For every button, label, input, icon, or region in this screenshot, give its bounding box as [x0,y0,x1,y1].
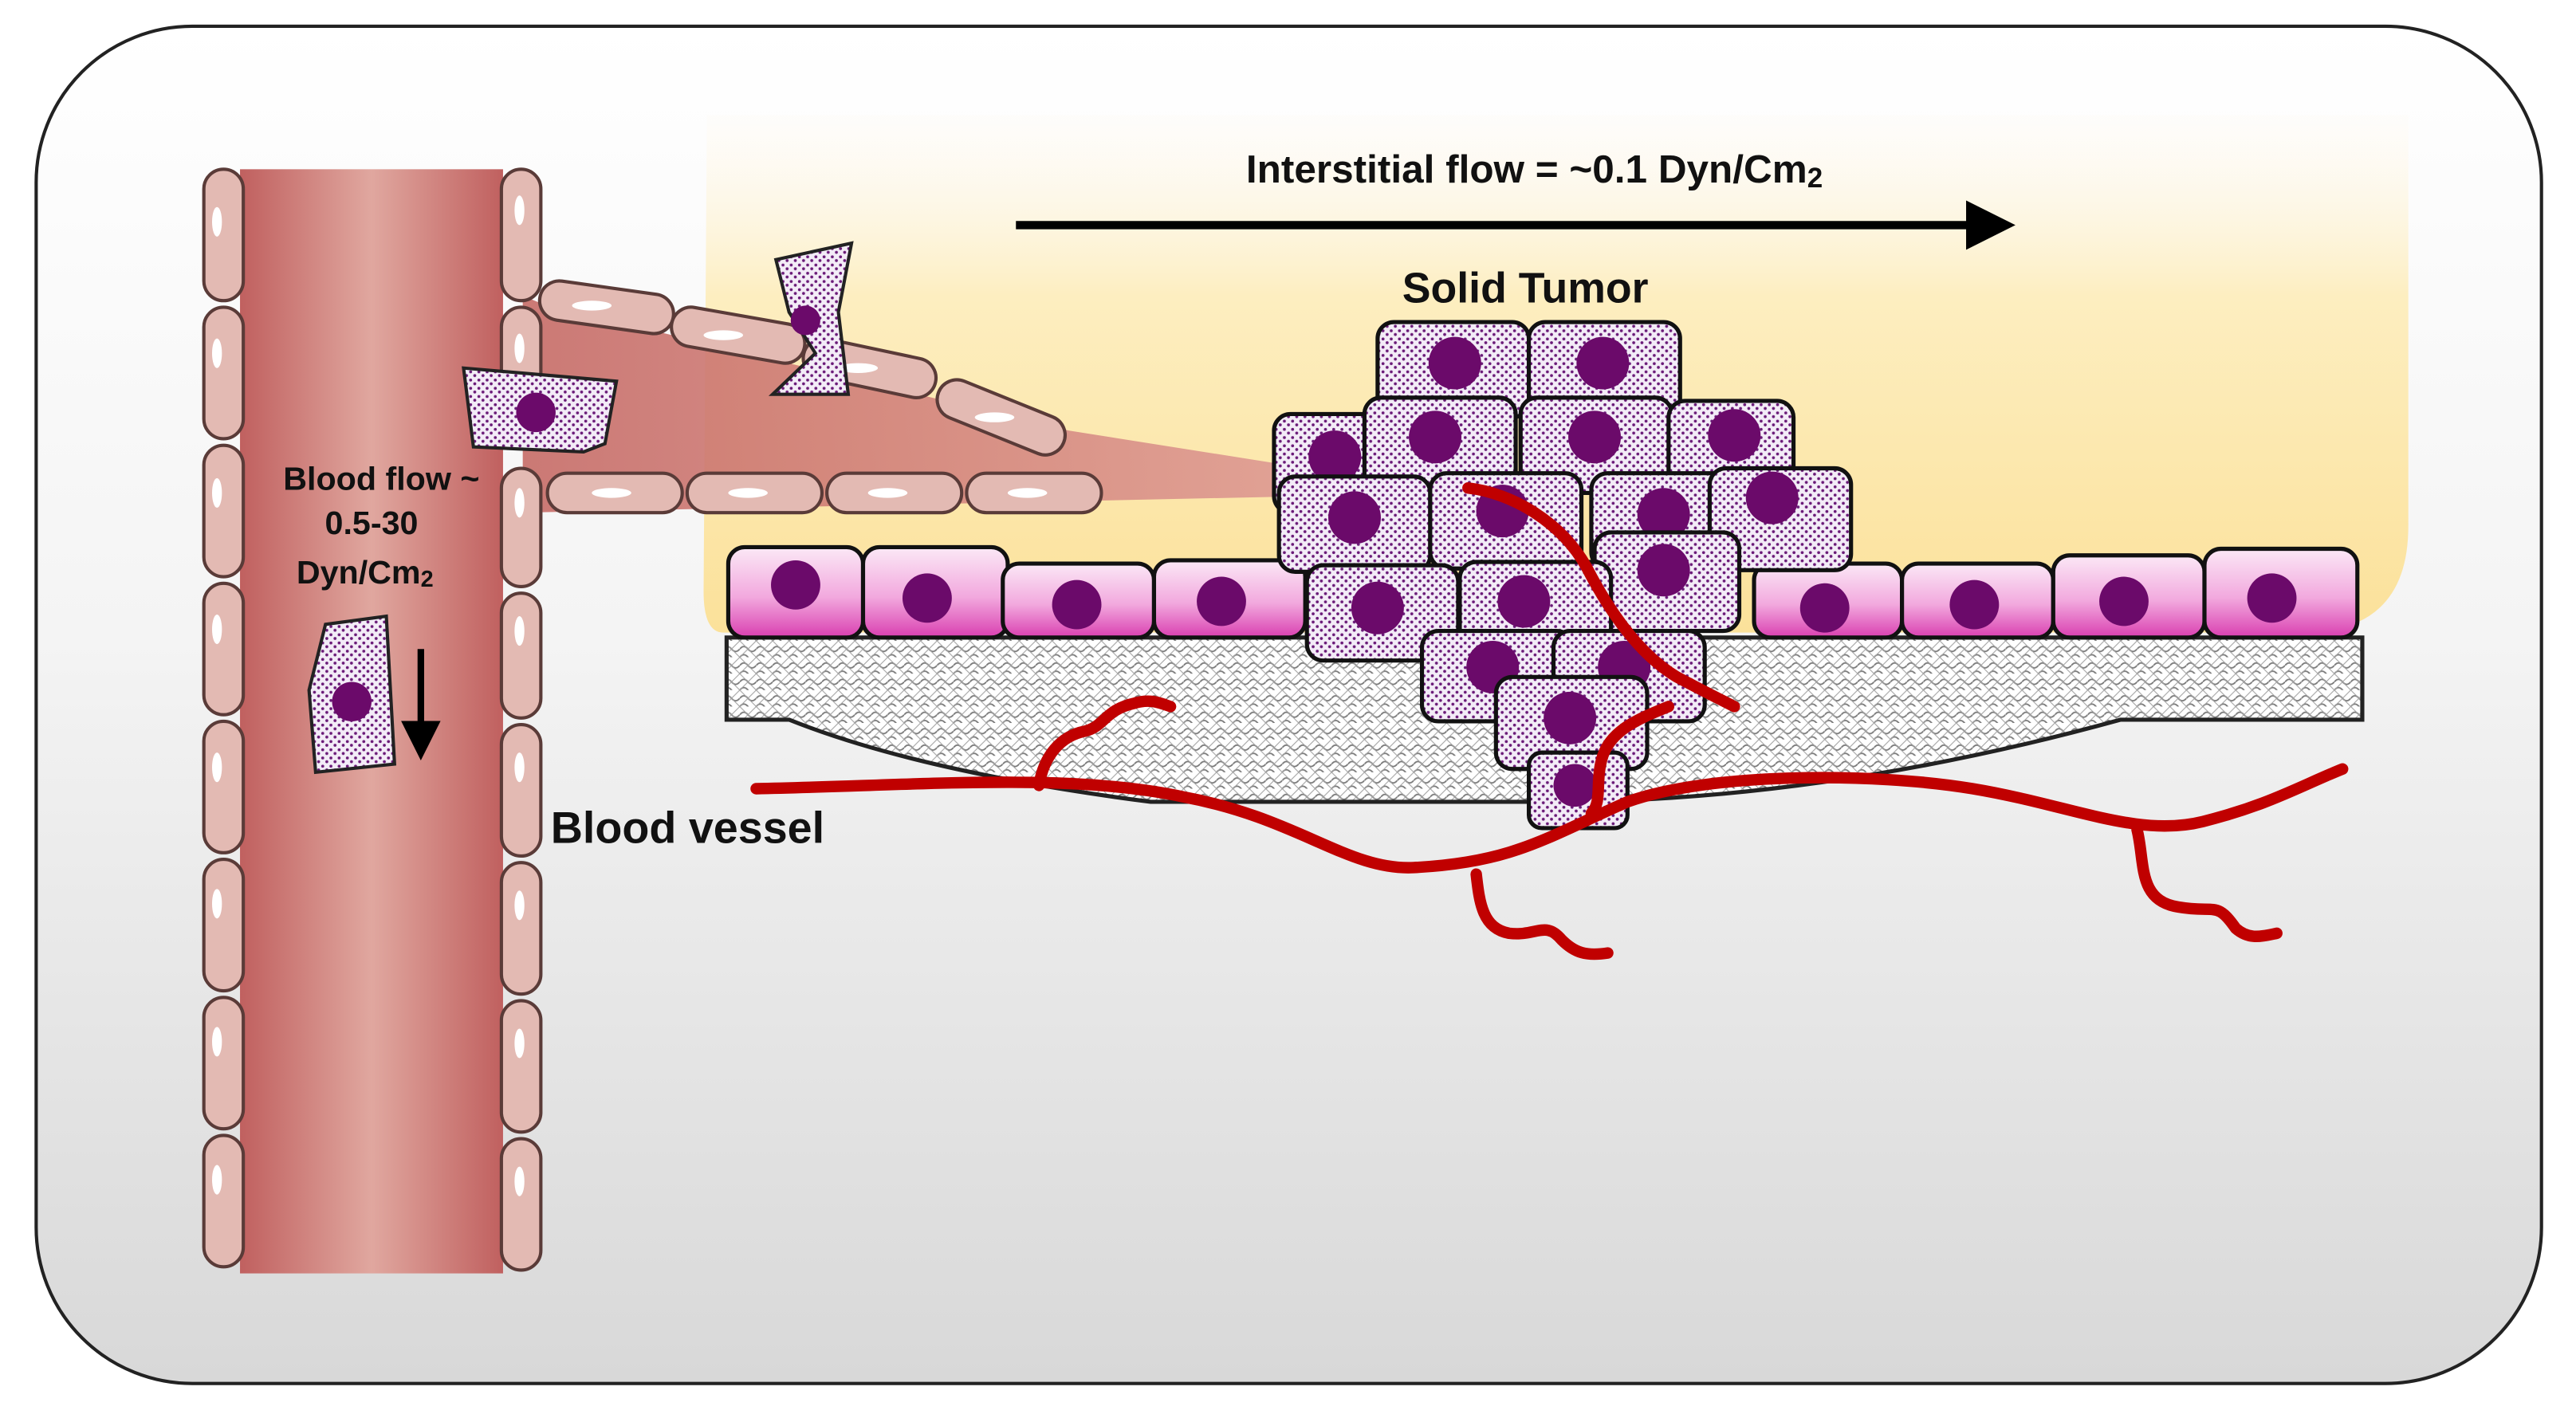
epithelial-cell [1752,561,1905,640]
blood-flow-label-line2: 0.5-30 [325,505,419,541]
tumor-cell [1362,395,1518,496]
endothelial-highlights [211,195,525,1196]
epithelial-cell [726,544,866,640]
tumor-cell [1526,750,1630,831]
epithelial-cell [1001,561,1157,640]
tumor-cell [1276,474,1433,574]
migrating-tumor-cell [768,241,854,396]
epithelial-cell [2051,553,2207,640]
capillary [750,763,2349,874]
epithelial-cell [1900,561,2055,640]
tumor-cell [1428,471,1584,571]
capillary-network [750,482,2349,960]
capillary [1032,695,1177,791]
tumor-cell [1304,563,1461,663]
tumor-cell [1707,465,1854,572]
solid-tumor-label: Solid Tumor [1402,264,1649,312]
angiogenic-sprout [522,296,1464,513]
blood-vessel-label: Blood vessel [551,803,824,853]
intravasating-tumor-cell [462,366,619,454]
blood-flow-label-line3: Dyn/Cm2 [297,554,434,592]
blood-flow-label-line1: Blood flow ~ [283,460,479,497]
interstitial-flow-label: Interstitial flow = ~0.1 Dyn/Cm2 [1246,147,1823,194]
sprout-highlights [572,300,1048,498]
capillary [1470,868,1614,960]
capillary [1462,482,1740,713]
epithelial-cell [860,544,1010,640]
capillary [1585,701,1675,819]
epithelial-cell [1151,558,1308,640]
circulating-tumor-cell [307,614,397,775]
capillary [2131,823,2283,942]
solid-tumor [1272,320,1854,831]
epithelial-cell [2202,546,2360,640]
tumor-cell [1526,320,1682,420]
tumor-cell [1375,320,1532,420]
